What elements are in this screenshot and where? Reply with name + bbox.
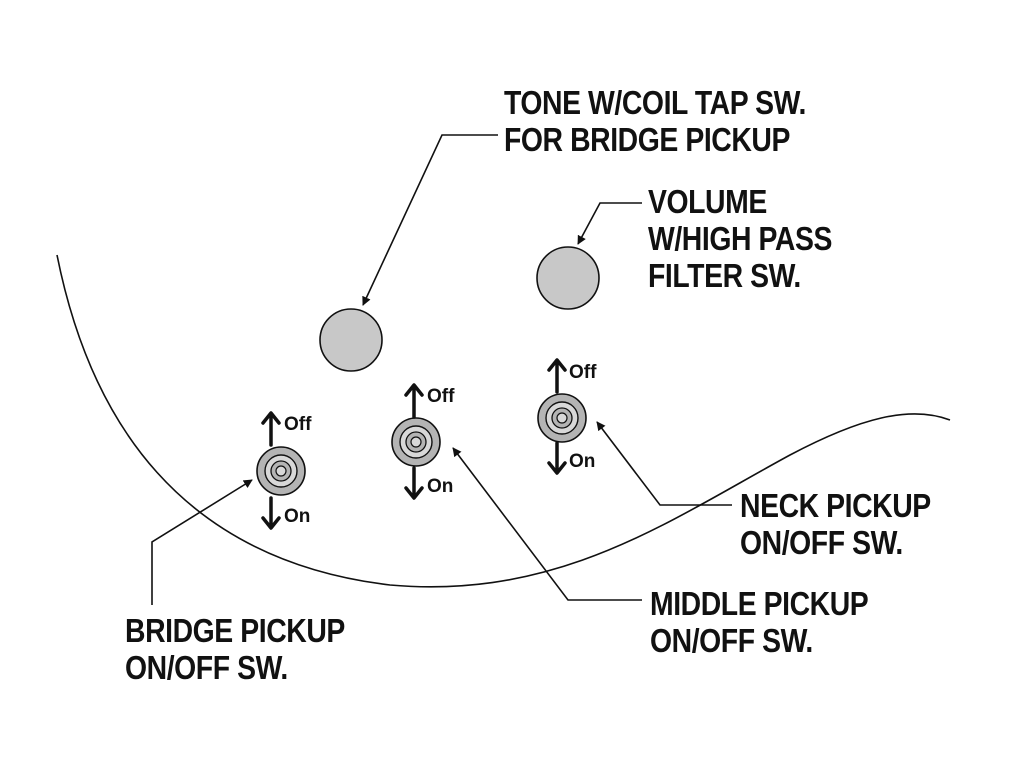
- volume-label-line-3: FILTER SW.: [648, 257, 801, 294]
- volume-label-line-1: VOLUME: [648, 183, 767, 220]
- tone-label: TONE W/COIL TAP SW. FOR BRIDGE PICKUP: [504, 84, 806, 158]
- volume-label-line-2: W/HIGH PASS: [648, 220, 832, 257]
- middle-on-text: On: [427, 476, 454, 497]
- middle-off-text: Off: [427, 386, 455, 407]
- bridge-pickup-switch[interactable]: [256, 446, 306, 496]
- volume-leader-line: [577, 202, 642, 245]
- bridge-on-text: On: [284, 506, 311, 527]
- neck-label-line-2: ON/OFF SW.: [740, 524, 903, 561]
- tone-leader-line: [362, 134, 498, 306]
- middle-label-line-1: MIDDLE PICKUP: [650, 585, 869, 622]
- middle-pickup-switch[interactable]: [391, 417, 441, 467]
- volume-label: VOLUME W/HIGH PASS FILTER SW.: [648, 183, 832, 294]
- bridge-switch-arrows: [261, 411, 281, 530]
- body-outline: [56, 254, 951, 588]
- tone-label-line-1: TONE W/COIL TAP SW.: [504, 84, 806, 121]
- neck-on-text: On: [569, 451, 596, 472]
- volume-knob[interactable]: [536, 246, 600, 310]
- bridge-label: BRIDGE PICKUP ON/OFF SW.: [125, 612, 345, 686]
- neck-off-text: Off: [569, 362, 597, 383]
- middle-label: MIDDLE PICKUP ON/OFF SW.: [650, 585, 869, 659]
- middle-label-line-2: ON/OFF SW.: [650, 622, 813, 659]
- neck-label-line-1: NECK PICKUP: [740, 487, 931, 524]
- bridge-off-text: Off: [284, 414, 312, 435]
- neck-leader-line: [596, 421, 732, 506]
- bridge-label-line-1: BRIDGE PICKUP: [125, 612, 345, 649]
- middle-switch-arrows: [404, 383, 424, 500]
- bridge-leader-line: [151, 479, 253, 605]
- neck-pickup-switch[interactable]: [537, 393, 587, 443]
- tone-knob[interactable]: [319, 308, 383, 372]
- neck-switch-arrows: [547, 358, 567, 475]
- tone-label-line-2: FOR BRIDGE PICKUP: [504, 121, 790, 158]
- neck-label: NECK PICKUP ON/OFF SW.: [740, 487, 931, 561]
- bridge-label-line-2: ON/OFF SW.: [125, 649, 288, 686]
- middle-leader-line: [452, 447, 642, 601]
